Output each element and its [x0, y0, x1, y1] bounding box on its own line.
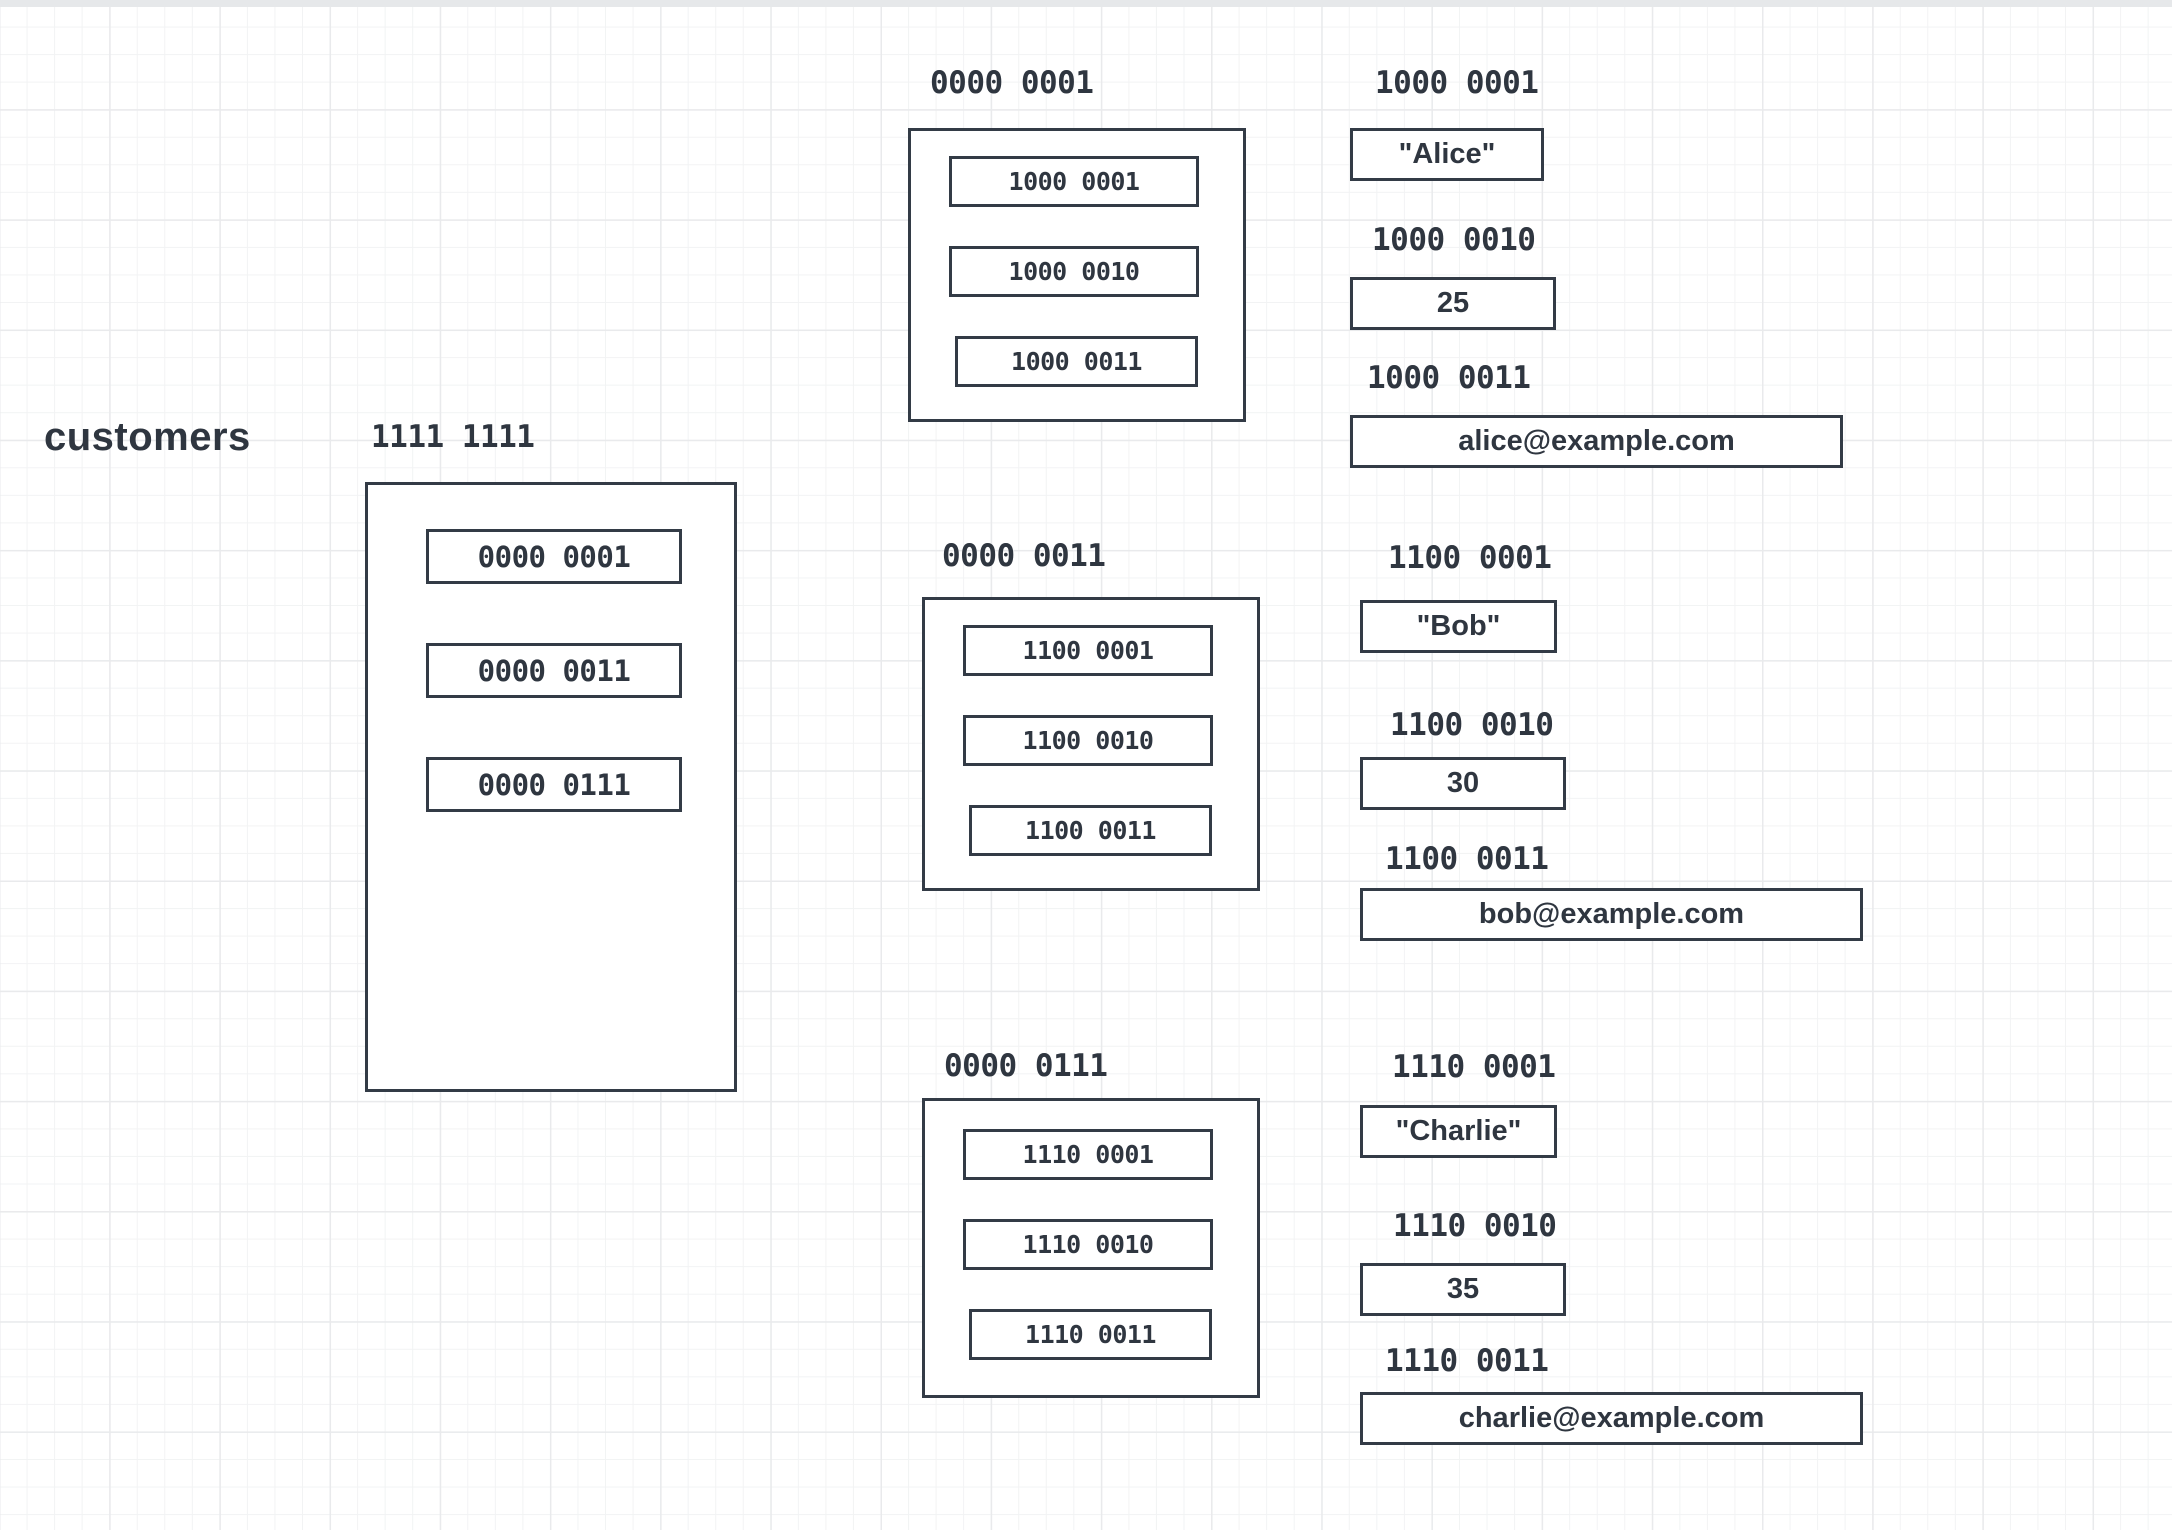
record-1-field-0-value: 1100 0001: [1022, 636, 1154, 665]
value-charlie-age-address-label: 1110 0010: [1393, 1208, 1557, 1244]
record-1-box: 1100 0001 1100 0010 1100 0011: [922, 597, 1260, 891]
record-0-field-2[interactable]: 1000 0011: [955, 336, 1198, 387]
record-2-field-0-value: 1110 0001: [1022, 1140, 1154, 1169]
value-bob-email-address-label: 1100 0011: [1385, 841, 1549, 877]
record-1-field-2-value: 1100 0011: [1025, 816, 1156, 845]
value-alice-email: alice@example.com: [1458, 425, 1735, 457]
record-2-field-0[interactable]: 1110 0001: [963, 1129, 1213, 1180]
value-alice-email-box[interactable]: alice@example.com: [1350, 415, 1843, 468]
value-charlie-age-box[interactable]: 35: [1360, 1263, 1566, 1316]
customers-table-box: 0000 0001 0000 0011 0000 0111: [365, 482, 737, 1092]
value-bob-age-address-label: 1100 0010: [1390, 707, 1554, 743]
value-bob-name: "Bob": [1416, 610, 1501, 642]
row-pointer-2-value: 0000 0111: [477, 767, 631, 802]
value-bob-name-address-label: 1100 0001: [1388, 540, 1552, 576]
customers-table-address-label: 1111 1111: [371, 419, 535, 455]
value-charlie-email-box[interactable]: charlie@example.com: [1360, 1392, 1863, 1445]
record-1-field-1[interactable]: 1100 0010: [963, 715, 1213, 766]
value-bob-email: bob@example.com: [1478, 898, 1745, 930]
record-0-address-label: 0000 0001: [930, 65, 1094, 101]
value-bob-email-box[interactable]: bob@example.com: [1360, 888, 1863, 941]
record-0-field-0-value: 1000 0001: [1008, 167, 1140, 196]
row-pointer-0-value: 0000 0001: [477, 539, 631, 574]
row-pointer-0[interactable]: 0000 0001: [426, 529, 682, 584]
value-bob-age-box[interactable]: 30: [1360, 757, 1566, 810]
row-pointer-1-value: 0000 0011: [477, 653, 631, 688]
value-alice-email-address-label: 1000 0011: [1367, 360, 1531, 396]
row-pointer-1[interactable]: 0000 0011: [426, 643, 682, 698]
record-2-field-1[interactable]: 1110 0010: [963, 1219, 1213, 1270]
record-2-box: 1110 0001 1110 0010 1110 0011: [922, 1098, 1260, 1398]
record-0-field-2-value: 1000 0011: [1011, 347, 1142, 376]
page-title: customers: [44, 415, 251, 459]
top-edge-band: [0, 0, 2172, 7]
value-alice-name-address-label: 1000 0001: [1375, 65, 1539, 101]
value-bob-name-box[interactable]: "Bob": [1360, 600, 1557, 653]
record-0-field-1[interactable]: 1000 0010: [949, 246, 1199, 297]
value-alice-name: "Alice": [1398, 138, 1496, 170]
row-pointer-2[interactable]: 0000 0111: [426, 757, 682, 812]
record-1-field-2[interactable]: 1100 0011: [969, 805, 1212, 856]
record-0-box: 1000 0001 1000 0010 1000 0011: [908, 128, 1246, 422]
record-1-field-0[interactable]: 1100 0001: [963, 625, 1213, 676]
value-charlie-name: "Charlie": [1395, 1115, 1522, 1147]
value-charlie-name-box[interactable]: "Charlie": [1360, 1105, 1557, 1158]
value-charlie-name-address-label: 1110 0001: [1392, 1049, 1556, 1085]
value-charlie-email: charlie@example.com: [1458, 1402, 1765, 1434]
value-alice-age-address-label: 1000 0010: [1372, 222, 1536, 258]
record-1-address-label: 0000 0011: [942, 538, 1106, 574]
value-alice-age-box[interactable]: 25: [1350, 277, 1556, 330]
record-2-field-2[interactable]: 1110 0011: [969, 1309, 1212, 1360]
record-1-field-1-value: 1100 0010: [1022, 726, 1154, 755]
value-alice-name-box[interactable]: "Alice": [1350, 128, 1544, 181]
record-0-field-0[interactable]: 1000 0001: [949, 156, 1199, 207]
record-2-field-2-value: 1110 0011: [1025, 1320, 1156, 1349]
value-charlie-age: 35: [1446, 1273, 1480, 1305]
value-alice-age: 25: [1436, 287, 1470, 319]
value-bob-age: 30: [1446, 767, 1480, 799]
record-2-field-1-value: 1110 0010: [1022, 1230, 1154, 1259]
record-0-field-1-value: 1000 0010: [1008, 257, 1140, 286]
record-2-address-label: 0000 0111: [944, 1048, 1108, 1084]
value-charlie-email-address-label: 1110 0011: [1385, 1343, 1549, 1379]
